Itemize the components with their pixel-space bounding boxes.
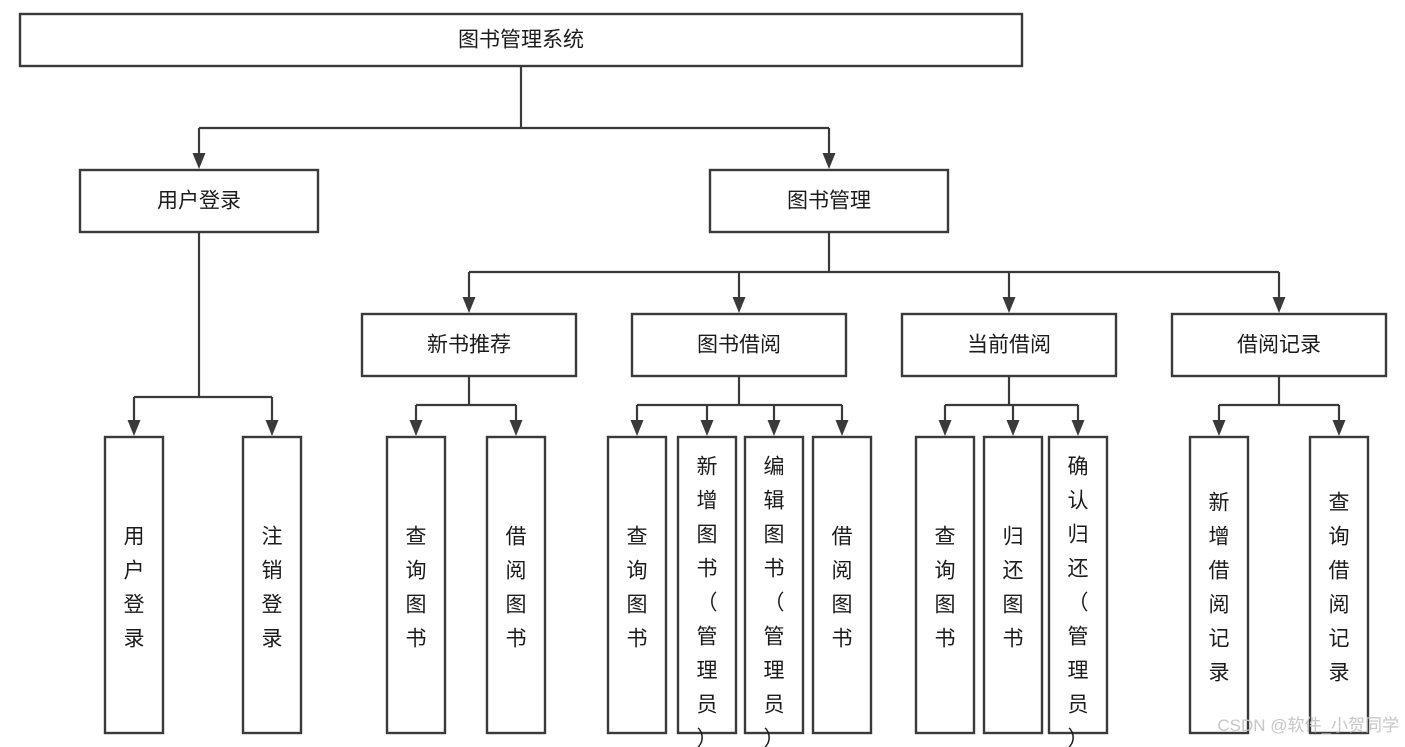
node-leaf-user-logout[interactable]: 注销登录	[241, 435, 303, 735]
node-label-leaf-query-record: 查询借阅记录	[1329, 492, 1350, 685]
node-box-login[interactable]	[78, 168, 320, 234]
node-label-leaf-user-logout: 注销登录	[262, 526, 283, 651]
node-leaf-query-book-1[interactable]: 查询图书	[385, 435, 447, 735]
node-leaf-query-record[interactable]: 查询借阅记录	[1308, 435, 1370, 735]
node-bookmgmt[interactable]: 图书管理	[708, 168, 950, 234]
node-newbook[interactable]: 新书推荐	[360, 312, 578, 378]
node-box-leaf-query-book-1[interactable]	[385, 435, 447, 735]
node-label-leaf-user-login: 用户登录	[124, 526, 145, 651]
node-box-leaf-edit-book[interactable]	[743, 435, 805, 735]
node-leaf-borrow-book-2[interactable]: 借阅图书	[811, 435, 873, 735]
node-box-leaf-query-book-2[interactable]	[606, 435, 668, 735]
node-label-leaf-borrow-book-2: 借阅图书	[832, 526, 853, 651]
node-label-leaf-query-book-3: 查询图书	[935, 526, 956, 651]
node-label-leaf-add-record: 新增借阅记录	[1209, 492, 1230, 685]
node-box-bookmgmt[interactable]	[708, 168, 950, 234]
node-login[interactable]: 用户登录	[78, 168, 320, 234]
node-label-leaf-query-book-1: 查询图书	[406, 526, 427, 651]
node-leaf-return-book[interactable]: 归还图书	[982, 435, 1044, 735]
node-leaf-confirm-ret[interactable]: 确认归还（管理员）	[1047, 435, 1109, 747]
node-current[interactable]: 当前借阅	[900, 312, 1118, 378]
node-box-leaf-borrow-book-2[interactable]	[811, 435, 873, 735]
node-box-leaf-query-book-3[interactable]	[914, 435, 976, 735]
node-box-current[interactable]	[900, 312, 1118, 378]
edge-layer	[127, 66, 1346, 436]
node-label-borrow: 图书借阅	[697, 334, 781, 357]
node-label-current: 当前借阅	[967, 334, 1051, 357]
node-leaf-query-book-2[interactable]: 查询图书	[606, 435, 668, 735]
node-box-borrow[interactable]	[630, 312, 848, 378]
node-layer: 图书管理系统用户登录图书管理新书推荐图书借阅当前借阅借阅记录用户登录注销登录查询…	[18, 12, 1388, 747]
node-box-newbook[interactable]	[360, 312, 578, 378]
node-box-leaf-user-logout[interactable]	[241, 435, 303, 735]
node-records[interactable]: 借阅记录	[1170, 312, 1388, 378]
edge-group-bookmgmt	[462, 232, 1286, 313]
edge-group-login	[127, 232, 279, 436]
node-leaf-borrow-book-1[interactable]: 借阅图书	[485, 435, 547, 735]
node-leaf-add-book[interactable]: 新增图书（管理员）	[676, 435, 738, 747]
edge-group-root	[192, 66, 836, 169]
node-box-leaf-borrow-book-1[interactable]	[485, 435, 547, 735]
node-label-leaf-confirm-ret: 确认归还（管理员）	[1068, 456, 1089, 747]
node-leaf-edit-book[interactable]: 编辑图书（管理员）	[743, 435, 805, 747]
node-label-bookmgmt: 图书管理	[787, 190, 871, 213]
node-box-leaf-add-book[interactable]	[676, 435, 738, 735]
node-box-root[interactable]	[18, 12, 1024, 68]
node-leaf-user-login[interactable]: 用户登录	[103, 435, 165, 735]
node-box-leaf-add-record[interactable]	[1188, 435, 1250, 735]
node-box-leaf-query-record[interactable]	[1308, 435, 1370, 735]
node-label-leaf-query-book-2: 查询图书	[627, 526, 648, 651]
node-box-leaf-confirm-ret[interactable]	[1047, 435, 1109, 735]
node-box-leaf-return-book[interactable]	[982, 435, 1044, 735]
node-label-newbook: 新书推荐	[427, 334, 511, 357]
edge-group-borrow	[630, 376, 849, 436]
csdn-watermark: CSDN @软件_小贺同学	[1217, 716, 1399, 735]
node-leaf-add-record[interactable]: 新增借阅记录	[1188, 435, 1250, 735]
node-label-root: 图书管理系统	[458, 29, 584, 52]
node-borrow[interactable]: 图书借阅	[630, 312, 848, 378]
node-label-leaf-add-book: 新增图书（管理员）	[697, 456, 718, 747]
node-label-leaf-return-book: 归还图书	[1003, 526, 1024, 651]
node-box-records[interactable]	[1170, 312, 1388, 378]
node-label-leaf-edit-book: 编辑图书（管理员）	[764, 456, 785, 747]
node-box-leaf-user-login[interactable]	[103, 435, 165, 735]
edge-group-newbook	[409, 376, 523, 436]
edge-group-current	[938, 376, 1085, 436]
node-label-leaf-borrow-book-1: 借阅图书	[506, 526, 527, 651]
node-label-records: 借阅记录	[1237, 334, 1321, 357]
node-root[interactable]: 图书管理系统	[18, 12, 1024, 68]
node-label-login: 用户登录	[157, 190, 241, 213]
node-leaf-query-book-3[interactable]: 查询图书	[914, 435, 976, 735]
edge-group-records	[1212, 376, 1346, 436]
